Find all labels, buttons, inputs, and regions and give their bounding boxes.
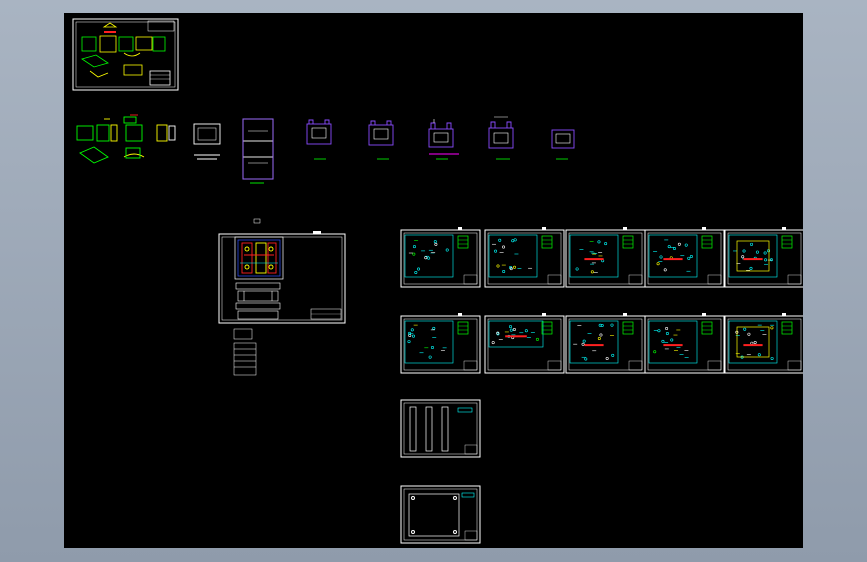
die-drawing-sheet-icon[interactable]	[644, 313, 725, 374]
die-drawing-sheet-icon[interactable]	[724, 227, 803, 288]
die-drawing-sheet-icon[interactable]	[565, 227, 646, 288]
die-drawing-sheet-icon[interactable]	[400, 313, 481, 374]
base-plate-sheet[interactable]	[400, 485, 481, 544]
die-drawing-sheet-icon[interactable]	[484, 227, 565, 288]
drawing-area[interactable]	[64, 13, 803, 548]
die-drawing-sheet-icon[interactable]	[644, 227, 725, 288]
die-drawing-sheet-icon[interactable]	[484, 313, 565, 374]
cad-model-space[interactable]	[64, 13, 803, 548]
die-drawing-sheet-icon[interactable]	[400, 227, 481, 288]
die-sheet-grid[interactable]	[400, 227, 803, 374]
bill-of-materials[interactable]	[233, 328, 257, 376]
die-drawing-sheet-icon[interactable]	[724, 313, 803, 374]
plate-sheet[interactable]	[400, 399, 481, 458]
die-drawing-sheet-icon[interactable]	[565, 313, 646, 374]
assembly-sheet[interactable]	[218, 218, 346, 324]
overview-sheet[interactable]	[72, 18, 179, 91]
part-sketch-icon[interactable]	[76, 114, 176, 164]
part-sketch-row[interactable]	[76, 114, 575, 184]
